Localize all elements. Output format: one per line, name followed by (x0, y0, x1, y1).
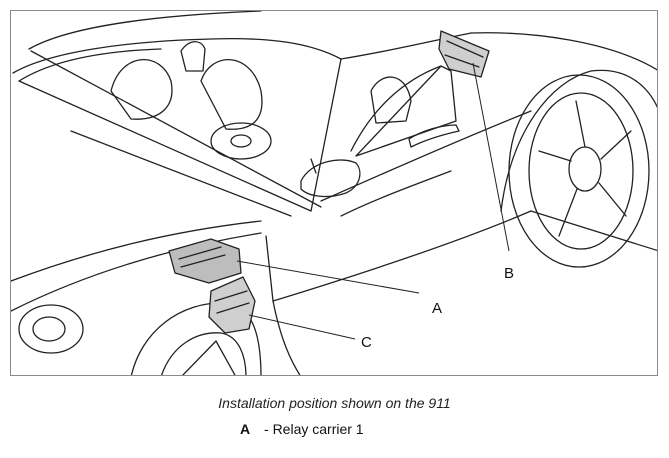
figure-caption: Installation position shown on the 911 (218, 395, 451, 411)
callout-a: A (432, 300, 443, 317)
legend-description: - Relay carrier 1 (264, 421, 364, 437)
callout-c: C (361, 334, 372, 351)
legend-key: A (240, 421, 251, 437)
car-illustration (10, 10, 658, 376)
leader-line-b (472, 62, 510, 252)
leader-line-c (248, 314, 356, 340)
legend-item: A - Relay carrier 1 (240, 421, 364, 437)
leader-line-a (236, 260, 420, 294)
callout-b: B (504, 265, 515, 282)
car-line-drawing (11, 11, 657, 375)
